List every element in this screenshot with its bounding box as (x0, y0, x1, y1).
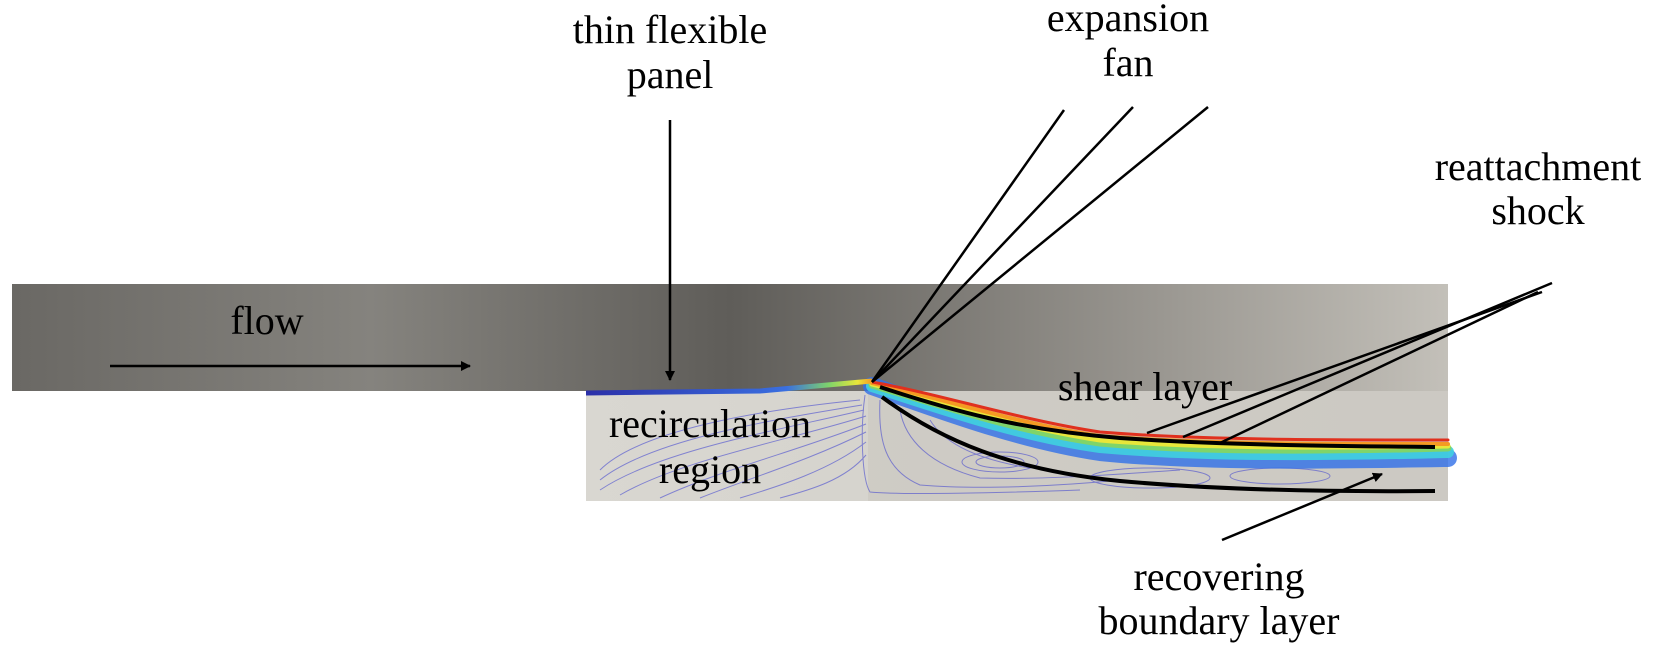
shock-label-line1: reattachment (1435, 144, 1642, 189)
recovering-bl-arrow (1221, 472, 1383, 542)
panel-label-line2: panel (627, 52, 714, 97)
annotations (110, 106, 1553, 542)
shock-label-line2: shock (1491, 188, 1584, 233)
fan-label-line2: fan (1102, 40, 1153, 85)
recovering-label-line2: boundary layer (1098, 598, 1339, 643)
recirculation-label-line1: recirculation (609, 401, 811, 446)
recirculation-label-line2: region (659, 447, 761, 492)
reattachment-shock-line-3 (1219, 290, 1539, 445)
flow-domain (12, 284, 1448, 391)
panel-label-line1: thin flexible (573, 7, 767, 52)
expansion-fan-line-2 (871, 106, 1134, 383)
reattachment-shock-line-2 (1182, 281, 1553, 439)
shear-layer-bands (863, 377, 1457, 469)
flexible-panel (585, 378, 873, 396)
shear-layer-label: shear layer (1058, 364, 1232, 409)
fan-label-line1: expansion (1047, 0, 1209, 40)
shear-layer-upper-curve (879, 385, 1436, 449)
recovering-label-line1: recovering (1133, 554, 1304, 599)
flow-label: flow (230, 298, 303, 343)
expansion-fan-line-3 (871, 106, 1209, 383)
expansion-fan-line-1 (870, 109, 1066, 383)
